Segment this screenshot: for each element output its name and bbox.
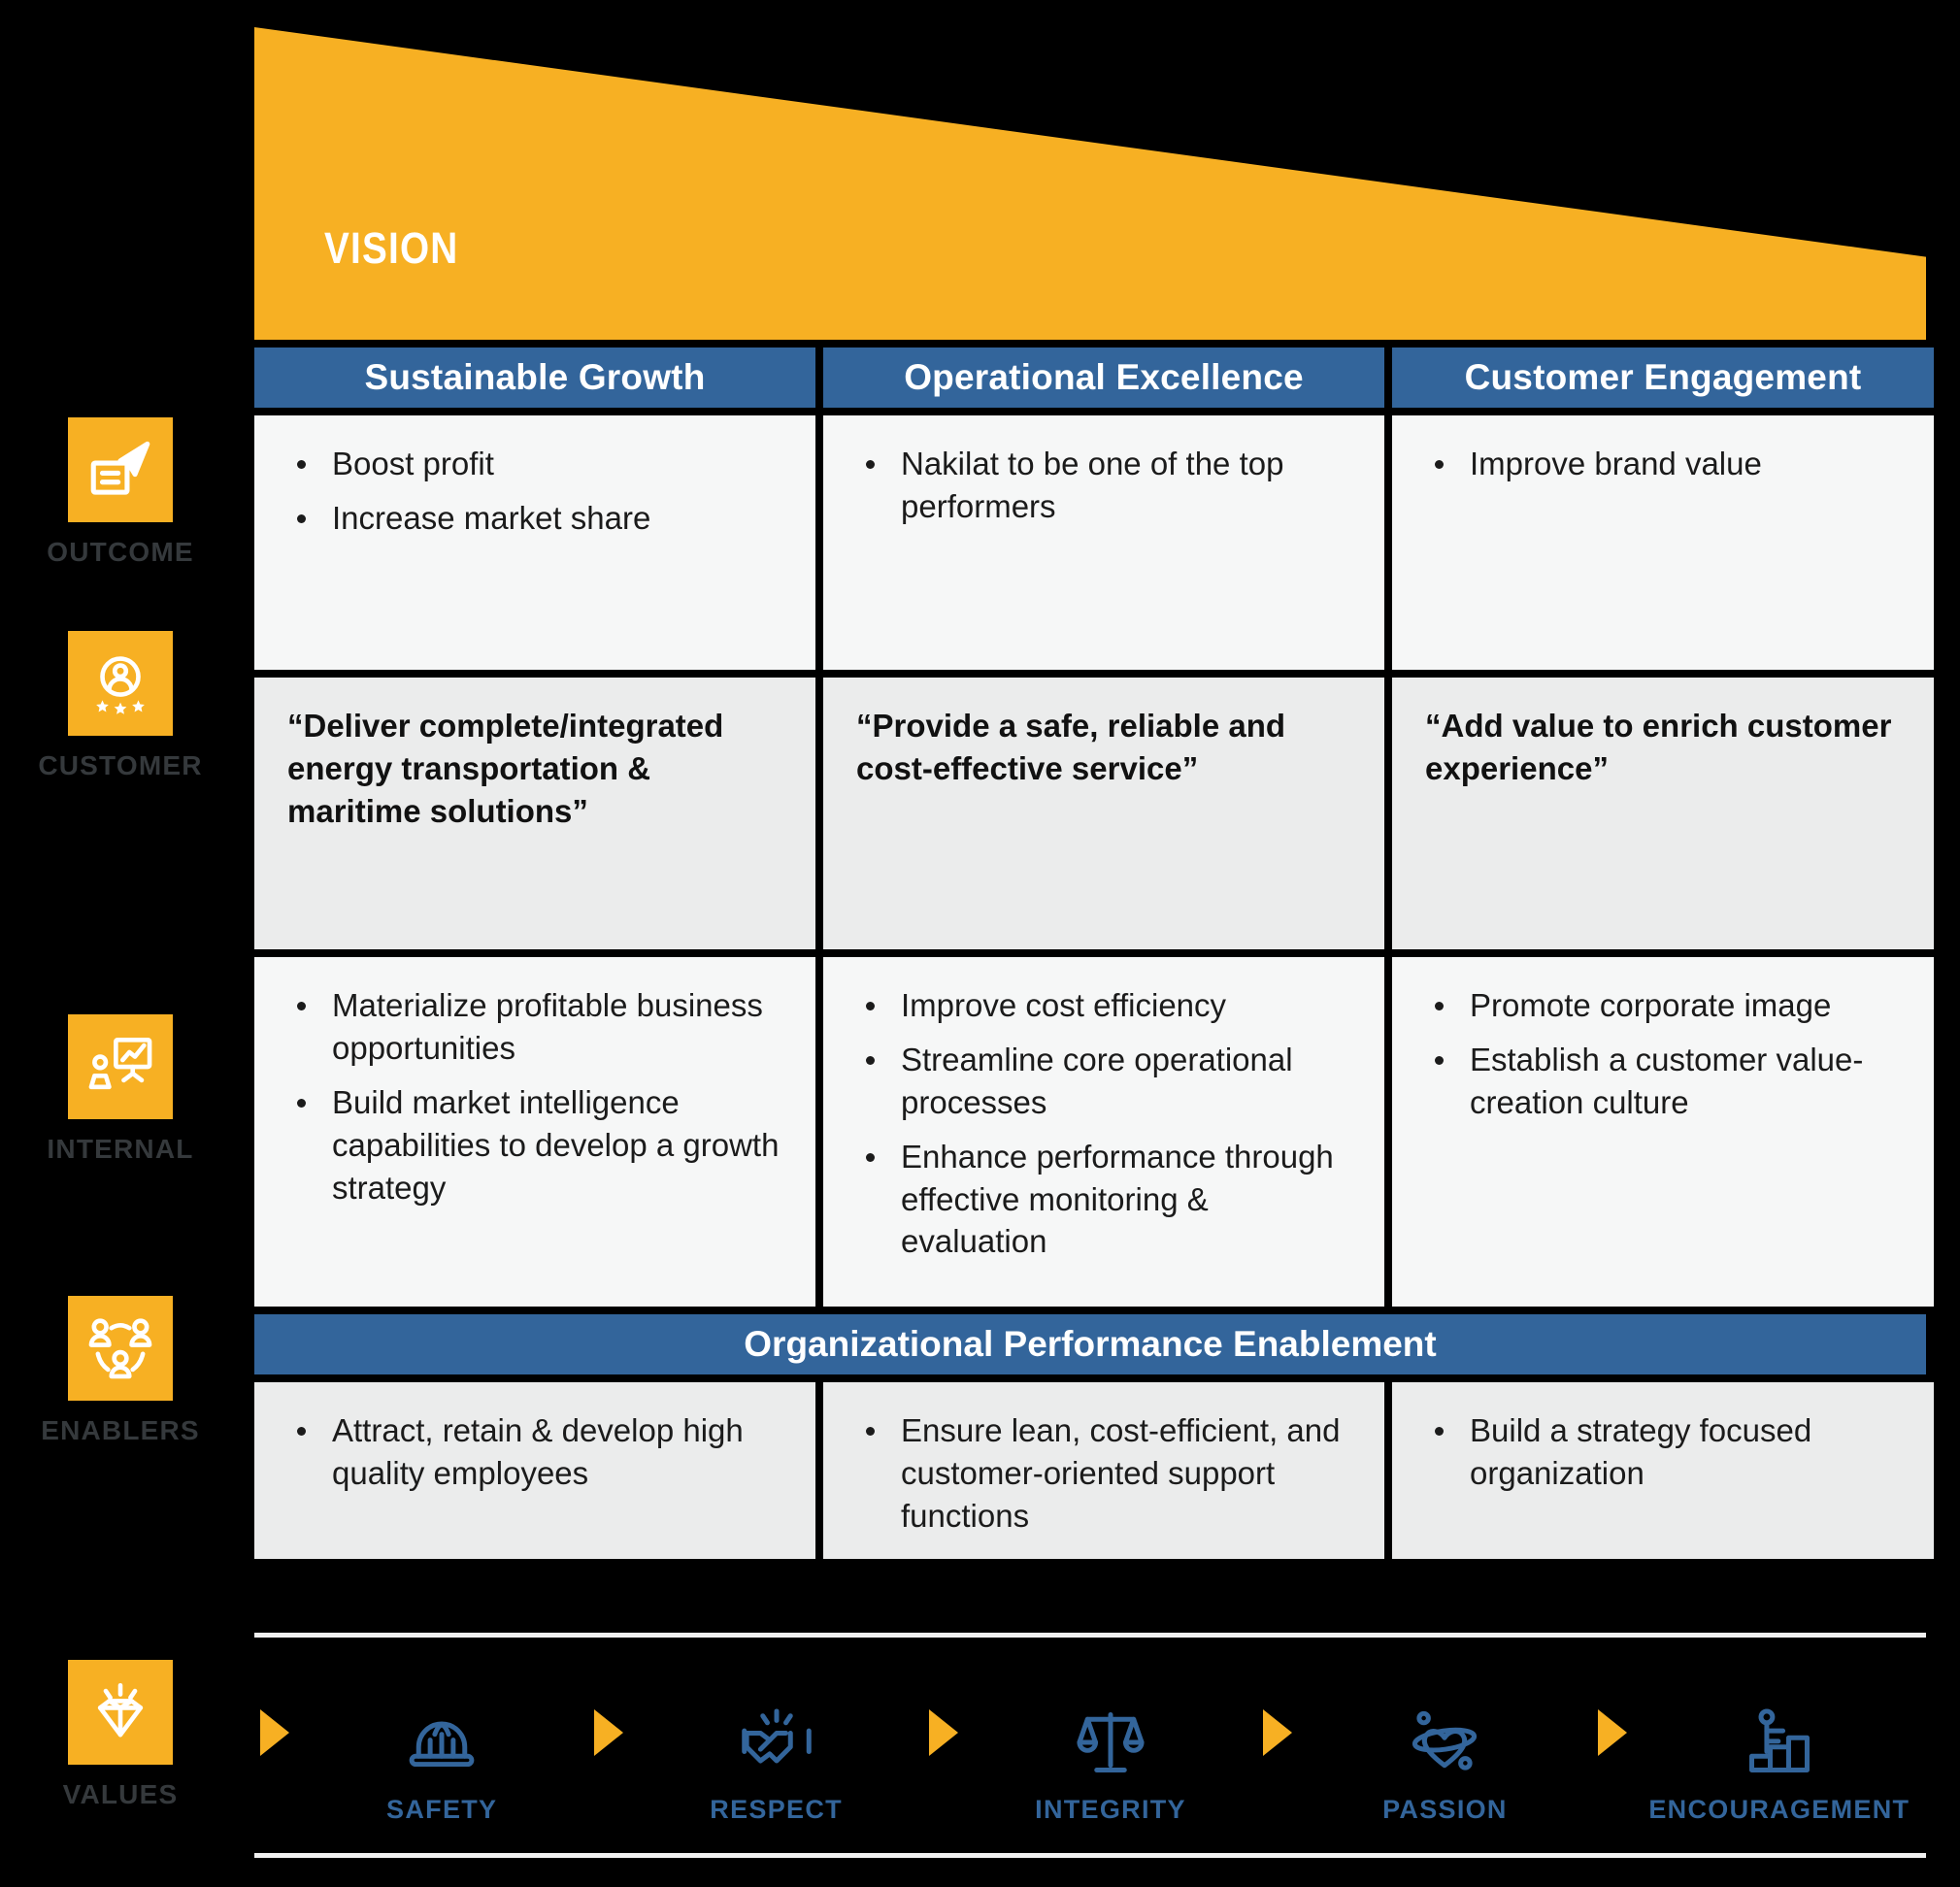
values-strip: SAFETY RESPECT bbox=[254, 1633, 1926, 1858]
handshake-icon bbox=[740, 1705, 814, 1779]
column-header-operational-excellence: Operational Excellence bbox=[823, 348, 1384, 408]
bullet-item: Streamline core operational processes bbox=[856, 1039, 1355, 1124]
people-network-icon bbox=[68, 1296, 173, 1401]
rail-label-enablers: ENABLERS bbox=[41, 1415, 200, 1445]
value-label: INTEGRITY bbox=[1035, 1795, 1186, 1824]
cell-customer-customer-engagement: “Add value to enrich customer experience… bbox=[1392, 678, 1934, 949]
chevron-right-icon bbox=[260, 1709, 289, 1756]
value-respect: RESPECT bbox=[629, 1666, 922, 1825]
values-divider-top bbox=[254, 1633, 1926, 1638]
value-encouragement: ENCOURAGEMENT bbox=[1633, 1666, 1926, 1825]
bullet-item: Promote corporate image bbox=[1425, 984, 1905, 1027]
chevron-right-icon bbox=[1263, 1709, 1293, 1756]
bullet-list: Materialize profitable business opportun… bbox=[287, 984, 786, 1208]
vision-banner-shape bbox=[254, 27, 1926, 340]
bullet-item: Build market intelligence capabilities t… bbox=[287, 1081, 786, 1209]
values-row: SAFETY RESPECT bbox=[254, 1666, 1926, 1825]
chevron-right-icon bbox=[594, 1709, 624, 1756]
rail-label-customer: CUSTOMER bbox=[38, 750, 203, 780]
value-label: SAFETY bbox=[386, 1795, 498, 1824]
cell-internal-sustainable-growth: Materialize profitable business opportun… bbox=[254, 957, 815, 1307]
chevron-right-icon bbox=[928, 1709, 958, 1756]
bullet-item: Attract, retain & develop high quality e… bbox=[287, 1409, 786, 1495]
diamond-icon bbox=[68, 1660, 173, 1765]
values-divider-bottom bbox=[254, 1853, 1926, 1858]
bullet-item: Improve cost efficiency bbox=[856, 984, 1355, 1027]
presentation-chart-icon bbox=[68, 1014, 173, 1119]
rail-item-customer: CUSTOMER bbox=[0, 631, 241, 781]
row-internal: Materialize profitable business opportun… bbox=[254, 957, 1934, 1307]
bullet-list: Attract, retain & develop high quality e… bbox=[287, 1409, 786, 1495]
bullet-list: Ensure lean, cost-efficient, and custome… bbox=[856, 1409, 1355, 1538]
cell-enablers-sustainable-growth: Attract, retain & develop high quality e… bbox=[254, 1382, 815, 1559]
rail-label-outcome: OUTCOME bbox=[47, 537, 194, 567]
bullet-item: Establish a customer value-creation cult… bbox=[1425, 1039, 1905, 1124]
column-header-customer-engagement: Customer Engagement bbox=[1392, 348, 1934, 408]
rail-label-values: VALUES bbox=[62, 1779, 179, 1809]
bullet-item: Ensure lean, cost-efficient, and custome… bbox=[856, 1409, 1355, 1538]
value-proposition-quote: “Add value to enrich customer experience… bbox=[1425, 708, 1892, 786]
column-header-row: Sustainable Growth Operational Excellenc… bbox=[254, 348, 1934, 408]
value-label: PASSION bbox=[1382, 1795, 1508, 1824]
person-steps-icon bbox=[1743, 1705, 1816, 1779]
target-document-icon bbox=[68, 417, 173, 522]
cell-outcome-operational-excellence: Nakilat to be one of the top performers bbox=[823, 415, 1384, 670]
bullet-item: Materialize profitable business opportun… bbox=[287, 984, 786, 1070]
rail-item-values: VALUES bbox=[0, 1660, 241, 1810]
value-proposition-quote: “Provide a safe, reliable and cost-effec… bbox=[856, 708, 1286, 786]
cell-customer-operational-excellence: “Provide a safe, reliable and cost-effec… bbox=[823, 678, 1384, 949]
rail-item-internal: INTERNAL bbox=[0, 1014, 241, 1165]
enablement-banner: Organizational Performance Enablement bbox=[254, 1314, 1926, 1374]
value-passion: PASSION bbox=[1298, 1666, 1591, 1825]
value-label: ENCOURAGEMENT bbox=[1648, 1795, 1910, 1824]
cell-enablers-operational-excellence: Ensure lean, cost-efficient, and custome… bbox=[823, 1382, 1384, 1559]
bullet-item: Increase market share bbox=[287, 497, 786, 540]
cell-customer-sustainable-growth: “Deliver complete/integrated energy tran… bbox=[254, 678, 815, 949]
bullet-item: Improve brand value bbox=[1425, 443, 1905, 485]
column-header-sustainable-growth: Sustainable Growth bbox=[254, 348, 815, 408]
vision-banner: VISION bbox=[254, 27, 1926, 340]
value-safety: SAFETY bbox=[295, 1666, 588, 1825]
value-integrity: INTEGRITY bbox=[964, 1666, 1257, 1825]
bullet-list: Nakilat to be one of the top performers bbox=[856, 443, 1355, 528]
rail-item-enablers: ENABLERS bbox=[0, 1296, 241, 1446]
strategy-grid: Sustainable Growth Operational Excellenc… bbox=[254, 348, 1934, 1559]
perspective-rail: OUTCOME CUSTOMER bbox=[0, 0, 241, 1887]
heart-orbit-icon bbox=[1408, 1705, 1481, 1779]
rail-item-outcome: OUTCOME bbox=[0, 417, 241, 568]
chevron-right-icon bbox=[1597, 1709, 1627, 1756]
vision-label: VISION bbox=[324, 223, 459, 273]
cell-enablers-customer-engagement: Build a strategy focused organization bbox=[1392, 1382, 1934, 1559]
hard-hat-icon bbox=[405, 1705, 479, 1779]
bullet-item: Nakilat to be one of the top performers bbox=[856, 443, 1355, 528]
value-label: RESPECT bbox=[710, 1795, 843, 1824]
bullet-item: Enhance performance through effective mo… bbox=[856, 1136, 1355, 1264]
row-enablers: Attract, retain & develop high quality e… bbox=[254, 1382, 1934, 1559]
value-proposition-quote: “Deliver complete/integrated energy tran… bbox=[287, 708, 724, 829]
rail-label-internal: INTERNAL bbox=[47, 1134, 194, 1164]
customer-rating-icon bbox=[68, 631, 173, 736]
cell-outcome-customer-engagement: Improve brand value bbox=[1392, 415, 1934, 670]
scales-icon bbox=[1074, 1705, 1147, 1779]
row-customer: “Deliver complete/integrated energy tran… bbox=[254, 678, 1934, 949]
bullet-list: Improve brand value bbox=[1425, 443, 1905, 485]
bullet-list: Build a strategy focused organization bbox=[1425, 1409, 1905, 1495]
bullet-item: Boost profit bbox=[287, 443, 786, 485]
bullet-item: Build a strategy focused organization bbox=[1425, 1409, 1905, 1495]
